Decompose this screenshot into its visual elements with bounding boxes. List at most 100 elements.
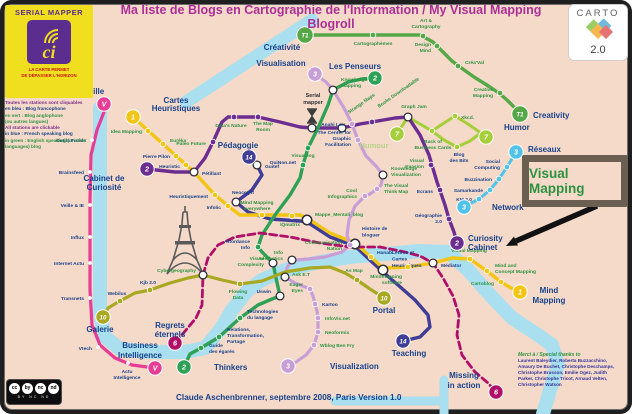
station-neocogit[interactable]: Neocog'it <box>231 190 254 207</box>
station-label-ecrans[interactable]: Ecrans <box>417 189 434 195</box>
station-label-neocogit[interactable]: Neocog'it <box>232 190 254 196</box>
station-influx[interactable]: Influx <box>71 235 92 241</box>
station-ouinon-net[interactable]: OuiNon.net <box>270 160 307 169</box>
station-label-cartoblog[interactable]: Cartoblog <box>471 281 494 287</box>
station-neoformix[interactable]: Neoformix <box>314 328 349 336</box>
station-label-visual-mapping[interactable]: Visual Mapping <box>451 248 487 254</box>
station-brainsfeed[interactable]: Brainsfeed <box>59 170 92 176</box>
station-ask-et[interactable]: Ask E.T <box>280 272 310 282</box>
station-visuablog[interactable]: Visuablog <box>291 144 315 159</box>
station-label-guitef[interactable]: Guitef <box>265 164 279 170</box>
station-label-uswin[interactable]: Uswin <box>257 289 271 295</box>
station-label-internet-actu[interactable]: Internet Actu <box>54 261 84 267</box>
station-label-ouinon-net[interactable]: OuiNon.net <box>270 160 297 166</box>
station-label-webilus[interactable]: Webilus <box>108 291 127 297</box>
station-label-as-map[interactable]: As Map <box>345 268 362 274</box>
station-label-samarkande[interactable]: Samarkande <box>454 188 483 194</box>
station-wblog-ben-fry[interactable]: Wblog Ben Fry <box>310 341 355 349</box>
station-label-outils-froids[interactable]: Outils Froids <box>56 138 86 144</box>
station-label-mediator[interactable]: Médiator <box>441 263 461 269</box>
station-label-art-cartography[interactable]: Art &Cartography <box>411 18 440 30</box>
station-iqmatrix[interactable]: IQmatrix <box>280 212 300 228</box>
station-label-anahi-lou[interactable]: Anahi Lou <box>321 122 345 128</box>
station-uswin[interactable]: Uswin <box>257 289 285 301</box>
station-label-kartoo[interactable]: Kartoo <box>322 302 338 308</box>
station-vtech[interactable]: Vtech <box>79 345 100 352</box>
station-heuristiquement[interactable]: Heuristiquement <box>169 191 219 200</box>
station-xkcd[interactable]: Xkcd. <box>451 112 475 121</box>
station-mediator[interactable]: Médiator <box>428 258 461 269</box>
station-label-xkcd[interactable]: Xkcd. <box>461 115 475 121</box>
station-art-cartography[interactable]: Art &Cartography <box>411 18 441 40</box>
station-kartoo[interactable]: Kartoo <box>311 300 338 308</box>
station-buzzination[interactable]: Buzzination <box>465 175 503 183</box>
station-label-kjb-2-0[interactable]: Kjb 2.0 <box>140 280 156 286</box>
station-hanabi[interactable]: Hanabi <box>367 250 394 261</box>
station-ecrans[interactable]: Ecrans <box>417 186 444 195</box>
station-anahi-lou[interactable]: Anahi Lou <box>321 120 356 128</box>
station-label-cybergeography[interactable]: Cybergeography <box>157 268 196 274</box>
station-infovis-net[interactable]: InfoVis.net <box>314 314 350 322</box>
station-label-paleo-future[interactable]: Paleo Future <box>176 141 206 147</box>
station-label-infolic[interactable]: Infolic <box>207 205 222 211</box>
station-transnets[interactable]: Transnets <box>61 296 92 302</box>
station-label-mappe-mentali-blog[interactable]: Mappe_Mentali_blog <box>315 212 363 218</box>
station-label-wblog-ben-fry[interactable]: Wblog Ben Fry <box>320 343 355 349</box>
station-pierre-pilon[interactable]: Pierre Pilon <box>143 152 180 160</box>
station-label-pierre-pilon[interactable]: Pierre Pilon <box>143 154 170 160</box>
station-visual-mapping[interactable]: Visual Mapping <box>451 248 487 263</box>
station-guitef[interactable]: Guitef <box>252 160 279 170</box>
station-label-strange-maps[interactable]: Strange Maps <box>347 92 377 115</box>
station-label-veille-ie[interactable]: Veille & IE <box>61 203 85 209</box>
station-infolic[interactable]: Infolic <box>207 202 232 211</box>
station-heuristic[interactable]: Heuristic <box>159 161 190 170</box>
station-label-eureka[interactable]: Eurêka <box>170 138 187 144</box>
station-label-influx[interactable]: Influx <box>71 235 84 241</box>
station-veille-ie[interactable]: Veille & IE <box>61 203 92 209</box>
station-label-hanabi[interactable]: Hanabi <box>377 250 394 256</box>
station-label-relations-transformation-partage[interactable]: Relations,Transformation,Partage <box>227 327 265 345</box>
station-label-petillant[interactable]: Pétillant <box>202 171 221 177</box>
station-label-neoformix[interactable]: Neoformix <box>325 330 349 336</box>
station-crea-val[interactable]: Créa'Val <box>454 60 485 70</box>
station-webilus[interactable]: Webilus <box>108 291 127 305</box>
